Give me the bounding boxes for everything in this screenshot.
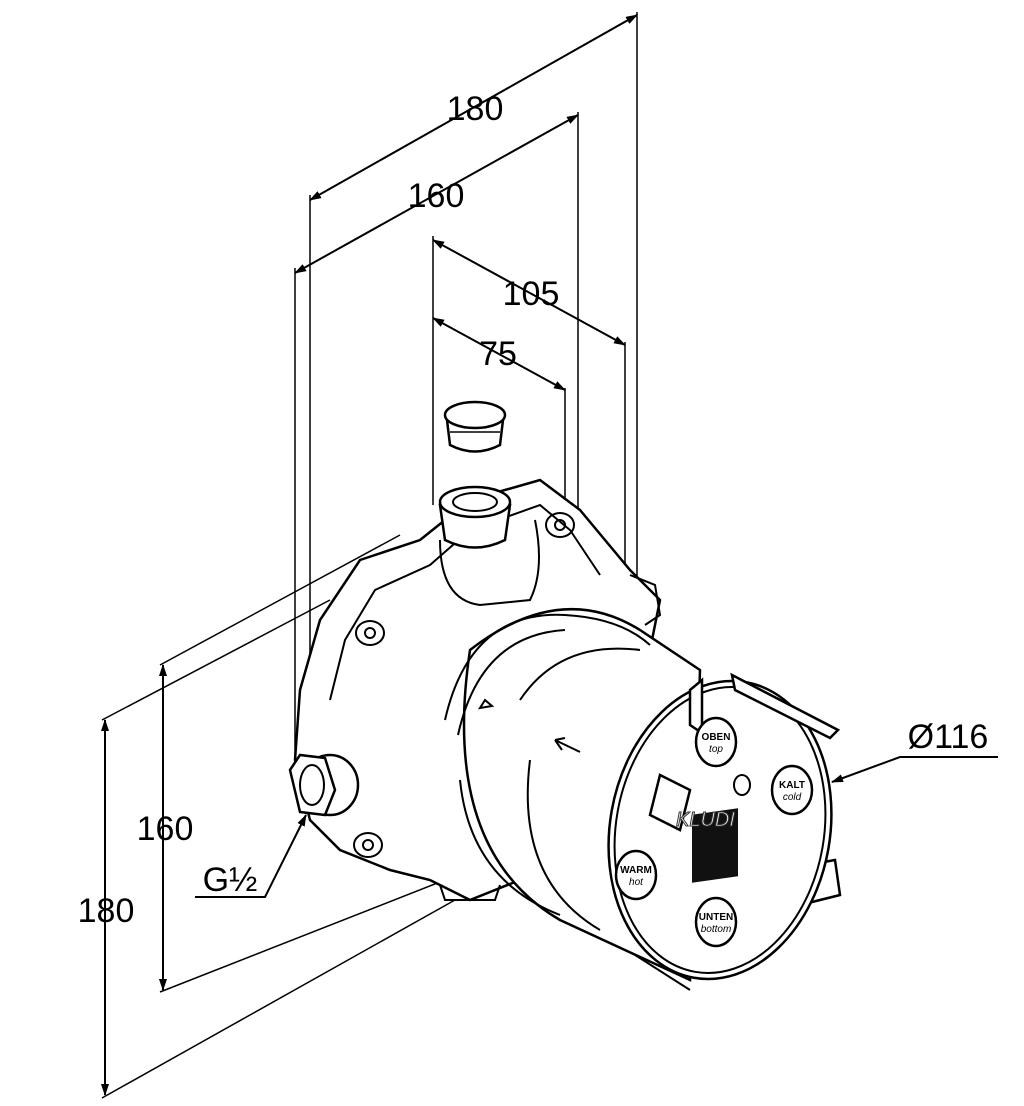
dim-160-depth: 160 bbox=[408, 177, 465, 215]
dim-160-height: 160 bbox=[137, 810, 194, 848]
label-cold: KALT cold bbox=[770, 764, 814, 816]
svg-text:bottom: bottom bbox=[701, 924, 732, 935]
dimension-lines bbox=[101, 14, 998, 1096]
svg-text:OBEN: OBEN bbox=[702, 732, 731, 743]
dim-105: 105 bbox=[503, 275, 560, 313]
svg-text:hot: hot bbox=[629, 877, 644, 888]
dim-diameter: Ø116 bbox=[908, 718, 989, 756]
dim-180-height: 180 bbox=[78, 892, 135, 930]
dim-180-depth: 180 bbox=[447, 90, 504, 128]
dim-thread: G½ bbox=[203, 861, 258, 899]
label-top: OBEN top bbox=[694, 716, 738, 768]
brand-logo: KLUDI bbox=[676, 809, 735, 831]
plug bbox=[443, 400, 507, 453]
svg-text:cold: cold bbox=[783, 792, 802, 803]
svg-text:WARM: WARM bbox=[620, 865, 652, 876]
label-bottom: UNTEN bottom bbox=[694, 896, 738, 948]
qr-code bbox=[692, 808, 738, 883]
svg-text:top: top bbox=[709, 744, 723, 755]
svg-text:UNTEN: UNTEN bbox=[699, 912, 733, 923]
label-warm: WARM hot bbox=[614, 849, 658, 901]
dim-75: 75 bbox=[479, 335, 517, 373]
top-port bbox=[438, 485, 512, 549]
side-port bbox=[288, 753, 360, 817]
cover-plate bbox=[607, 672, 842, 991]
svg-text:KALT: KALT bbox=[779, 780, 805, 791]
